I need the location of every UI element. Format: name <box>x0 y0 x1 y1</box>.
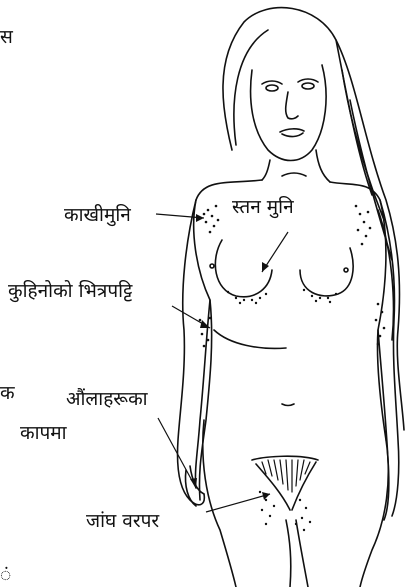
edge-label-top: स <box>0 28 13 47</box>
between-fingers-label: औंलाहरूका <box>66 390 148 409</box>
edge-label-bottom: ं <box>0 566 11 585</box>
hair-outline <box>223 8 404 430</box>
under-breast-label: स्तन मुनि <box>232 198 294 217</box>
underarm-label: काखीमुनि <box>64 206 131 225</box>
right-leg-outline <box>360 440 388 587</box>
face-outline <box>251 65 327 161</box>
edge-label-mid: क <box>0 384 15 403</box>
upper-thigh-label: जांघ वरपर <box>86 512 159 531</box>
torso-right-outline <box>330 182 386 440</box>
inner-elbow-label: कुहिनोको भित्रपट्टि <box>8 282 132 301</box>
between-fingers-label-line2: कापमा <box>20 424 67 443</box>
left-leg-outline <box>203 420 236 587</box>
fingers-leader <box>158 418 196 488</box>
thigh-leader <box>206 494 270 512</box>
